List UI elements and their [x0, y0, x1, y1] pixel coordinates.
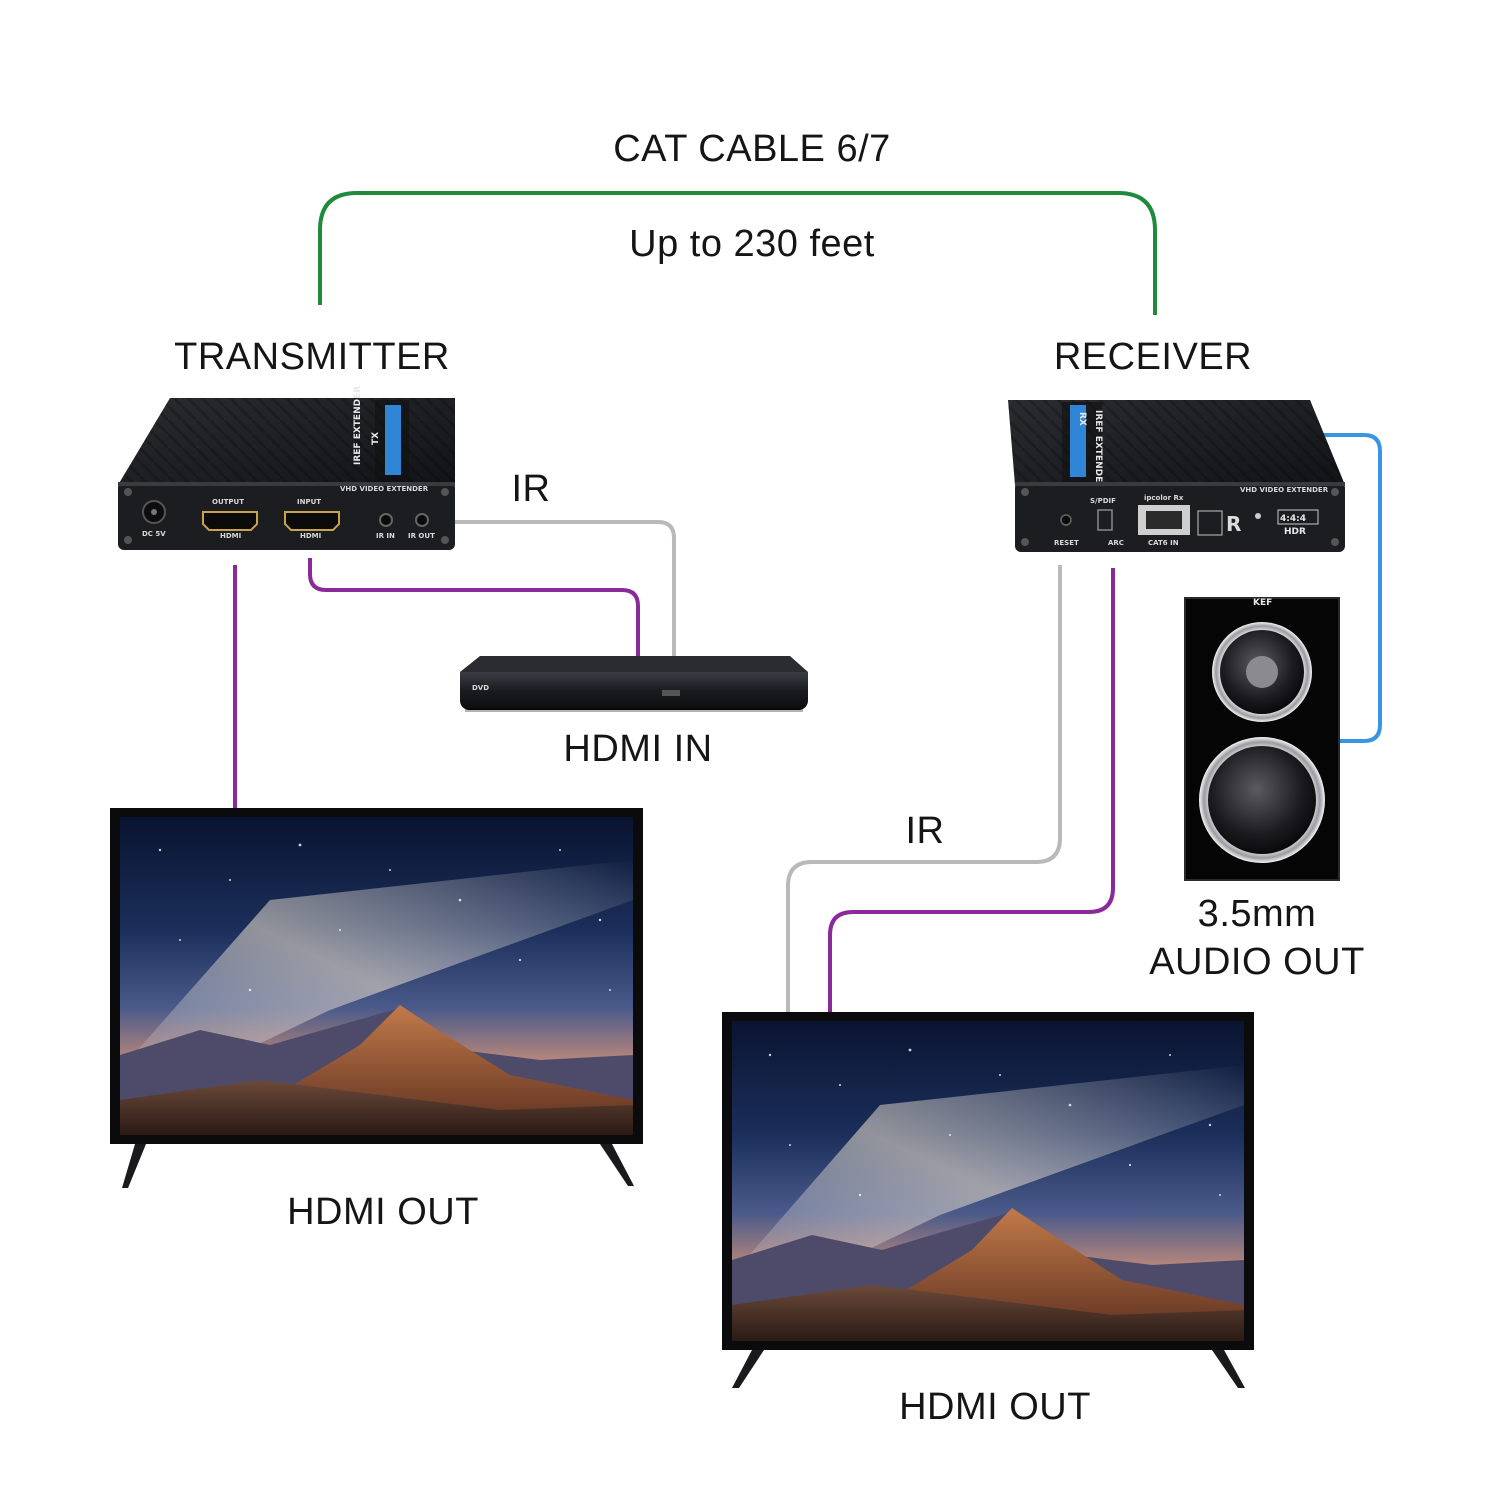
audio-out-size-label: 3.5mm	[1197, 893, 1317, 935]
tx-output-hdmi-label: HDMI	[220, 532, 241, 540]
ir-in-port	[379, 513, 393, 527]
dvd-player: DVD	[460, 656, 808, 712]
ir-label-receiver: IR	[905, 810, 945, 852]
cat-cable	[318, 191, 1157, 315]
spdif-arc-switch	[1097, 509, 1113, 531]
hdmi-input-port	[284, 511, 340, 531]
ir-cable-tx	[455, 520, 676, 656]
tv-left	[110, 808, 643, 1188]
transmitter-device: IREF EXTENDER TX VHD VIDEO EXTENDER DC 5…	[118, 386, 455, 550]
hdmi-cable-rx-to-tv	[828, 568, 1115, 1012]
tx-model-text: TX	[371, 432, 381, 445]
hdmi-in-label: HDMI IN	[563, 728, 713, 770]
tx-badge-text: VHD VIDEO EXTENDER	[340, 485, 429, 493]
ir-cable-rx	[786, 565, 1062, 1012]
speaker: KEF	[1184, 597, 1340, 881]
reset-button	[1060, 514, 1072, 526]
tx-dc-label: DC 5V	[142, 530, 166, 538]
rx-model-text: RX	[1077, 412, 1087, 426]
ir-label-transmitter: IR	[511, 468, 551, 510]
hdmi-out-right-label: HDMI OUT	[899, 1386, 1091, 1428]
distance-label: Up to 230 feet	[629, 223, 875, 265]
support-icon	[1197, 510, 1223, 536]
tx-brand-text: IREF EXTENDER	[353, 386, 363, 465]
hdmi-output-port	[202, 511, 258, 531]
receiver-label: RECEIVER	[1053, 336, 1253, 378]
rx-badge-text: VHD VIDEO EXTENDER	[1240, 486, 1329, 494]
tx-ir-in-label: IR IN	[376, 532, 395, 540]
hdmi-cable-dvd-to-tx	[308, 558, 640, 656]
ir-out-port	[415, 513, 429, 527]
transmitter-label: TRANSMITTER	[174, 336, 450, 378]
audio-cable	[1312, 433, 1382, 743]
receiver-device: IREF EXTENDER RX VHD VIDEO EXTENDER RESE…	[1008, 400, 1345, 552]
rx-spdif-label: S/PDIF	[1090, 497, 1116, 505]
tx-ir-out-label: IR OUT	[408, 532, 435, 540]
cable-label: CAT CABLE 6/7	[613, 128, 891, 170]
dvd-logo-text: DVD	[472, 684, 489, 692]
speaker-brand: KEF	[1253, 598, 1272, 608]
tx-input-hdmi-label: HDMI	[300, 532, 321, 540]
rx-brand-text: IREF EXTENDER	[1093, 410, 1103, 489]
rx-hdr-top: 4:4:4	[1280, 514, 1306, 524]
hdmi-out-left-label: HDMI OUT	[287, 1191, 479, 1233]
tx-output-label: OUTPUT	[212, 498, 244, 506]
rx-arc-label: ARC	[1108, 539, 1124, 547]
r-logo-icon: R	[1226, 512, 1241, 536]
rx-port-title: ipcolor Rx	[1144, 494, 1184, 502]
rx-hdr-bottom: HDR	[1284, 527, 1306, 537]
rx-cat6-label: CAT6 IN	[1148, 539, 1179, 547]
tx-input-label: INPUT	[297, 498, 321, 506]
hdr-badge	[1277, 509, 1319, 525]
audio-out-label: AUDIO OUT	[1149, 941, 1365, 983]
rx-reset-label: RESET	[1054, 539, 1079, 547]
tv-right	[722, 1012, 1254, 1388]
